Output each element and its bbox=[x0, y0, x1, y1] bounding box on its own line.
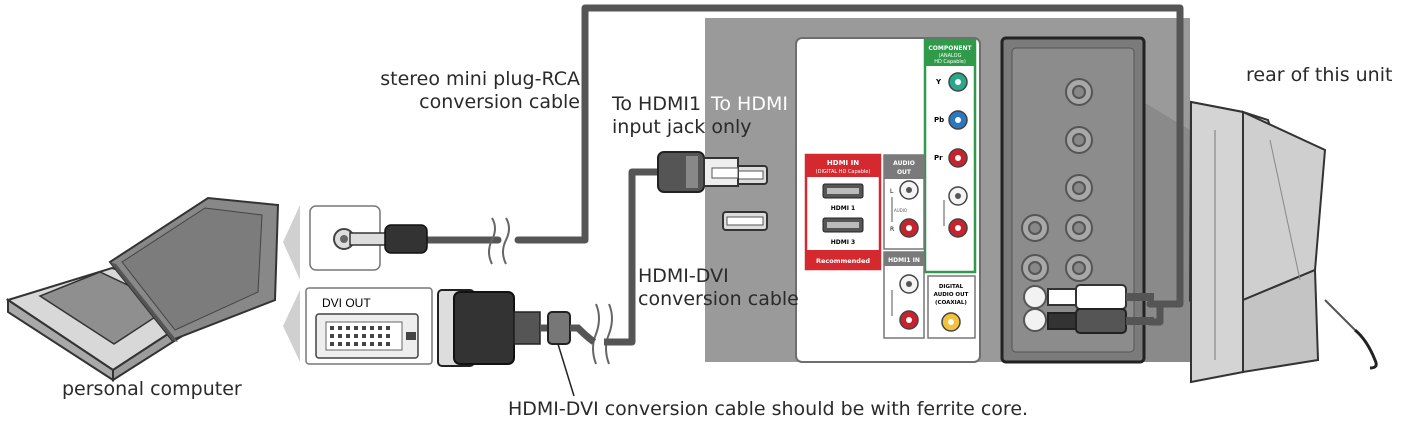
audio-out-audio-label: AUDIO bbox=[894, 208, 907, 213]
dvi-out-label: DVI OUT bbox=[322, 296, 371, 310]
hdmi-in-sub: (DIGITAL HD Capable) bbox=[816, 169, 871, 175]
dvi-plug bbox=[437, 289, 597, 397]
digital-audio-group: DIGITAL AUDIO OUT (COAXIAL) bbox=[927, 275, 976, 339]
hdmi1-in-label: HDMI1 IN bbox=[888, 257, 920, 264]
hdmi-target-label-line1a: To HDMI1 bbox=[612, 93, 702, 115]
cable-breaks bbox=[488, 217, 613, 365]
audio-out-2: OUT bbox=[897, 169, 912, 176]
hdmi-target-label-line2: input jack only bbox=[612, 116, 752, 138]
component-jack-group: COMPONENT (ANALOG HD Capable) Y Pb Pr bbox=[923, 38, 977, 274]
component-sub1: (ANALOG bbox=[939, 53, 962, 59]
component-header: COMPONENT bbox=[928, 45, 972, 52]
digital-label-3: (COAXIAL) bbox=[935, 300, 967, 306]
hdmi-in-group: HDMI IN (DIGITAL HD Capable) HDMI 1 HDMI… bbox=[804, 153, 882, 271]
hdmi-target-label-line1b: To HDMI bbox=[711, 93, 788, 115]
ferrite-core bbox=[547, 311, 571, 345]
hdmi-dvi-label-line1: HDMI-DVI bbox=[638, 265, 729, 287]
monitor-icon bbox=[1188, 100, 1378, 384]
stereo-cable-label-line2: conversion cable bbox=[419, 91, 580, 113]
pc-dvi-port: DVI OUT bbox=[283, 287, 433, 365]
component-sub2: HD Capable) bbox=[934, 59, 966, 65]
y-label: Y bbox=[935, 78, 942, 86]
pc-audio-port bbox=[283, 205, 428, 280]
digital-label-1: DIGITAL bbox=[939, 284, 964, 290]
audio-l-label: L bbox=[890, 188, 894, 195]
audio-out-group: AUDIO OUT L R AUDIO bbox=[883, 154, 925, 250]
personal-computer-label: personal computer bbox=[62, 378, 242, 400]
pr-label: Pr bbox=[934, 154, 943, 162]
digital-label-2: AUDIO OUT bbox=[934, 292, 969, 298]
rca-plugs bbox=[1047, 284, 1154, 334]
pb-label: Pb bbox=[934, 116, 944, 124]
hdmi-dvi-label-line2: conversion cable bbox=[638, 288, 799, 310]
dark-panel-jacks bbox=[1021, 78, 1093, 332]
hdmi1-in-audio-group: HDMI1 IN bbox=[883, 251, 925, 339]
hdmi1-label: HDMI 1 bbox=[831, 205, 855, 212]
hdmi-in-title: HDMI IN bbox=[827, 159, 859, 167]
hdmi-cable bbox=[604, 151, 739, 346]
stereo-cable bbox=[421, 4, 1184, 326]
rear-unit-label: rear of this unit bbox=[1246, 64, 1393, 86]
recommended-label: Recommended bbox=[816, 257, 870, 265]
hdmi3-label: HDMI 3 bbox=[831, 239, 855, 246]
audio-r-label: R bbox=[890, 226, 894, 233]
laptop-icon bbox=[5, 196, 280, 382]
ferrite-note-label: HDMI-DVI conversion cable should be with… bbox=[508, 398, 1029, 420]
audio-out-1: AUDIO bbox=[893, 160, 915, 167]
stereo-cable-label-line1: stereo mini plug-RCA bbox=[380, 68, 580, 90]
